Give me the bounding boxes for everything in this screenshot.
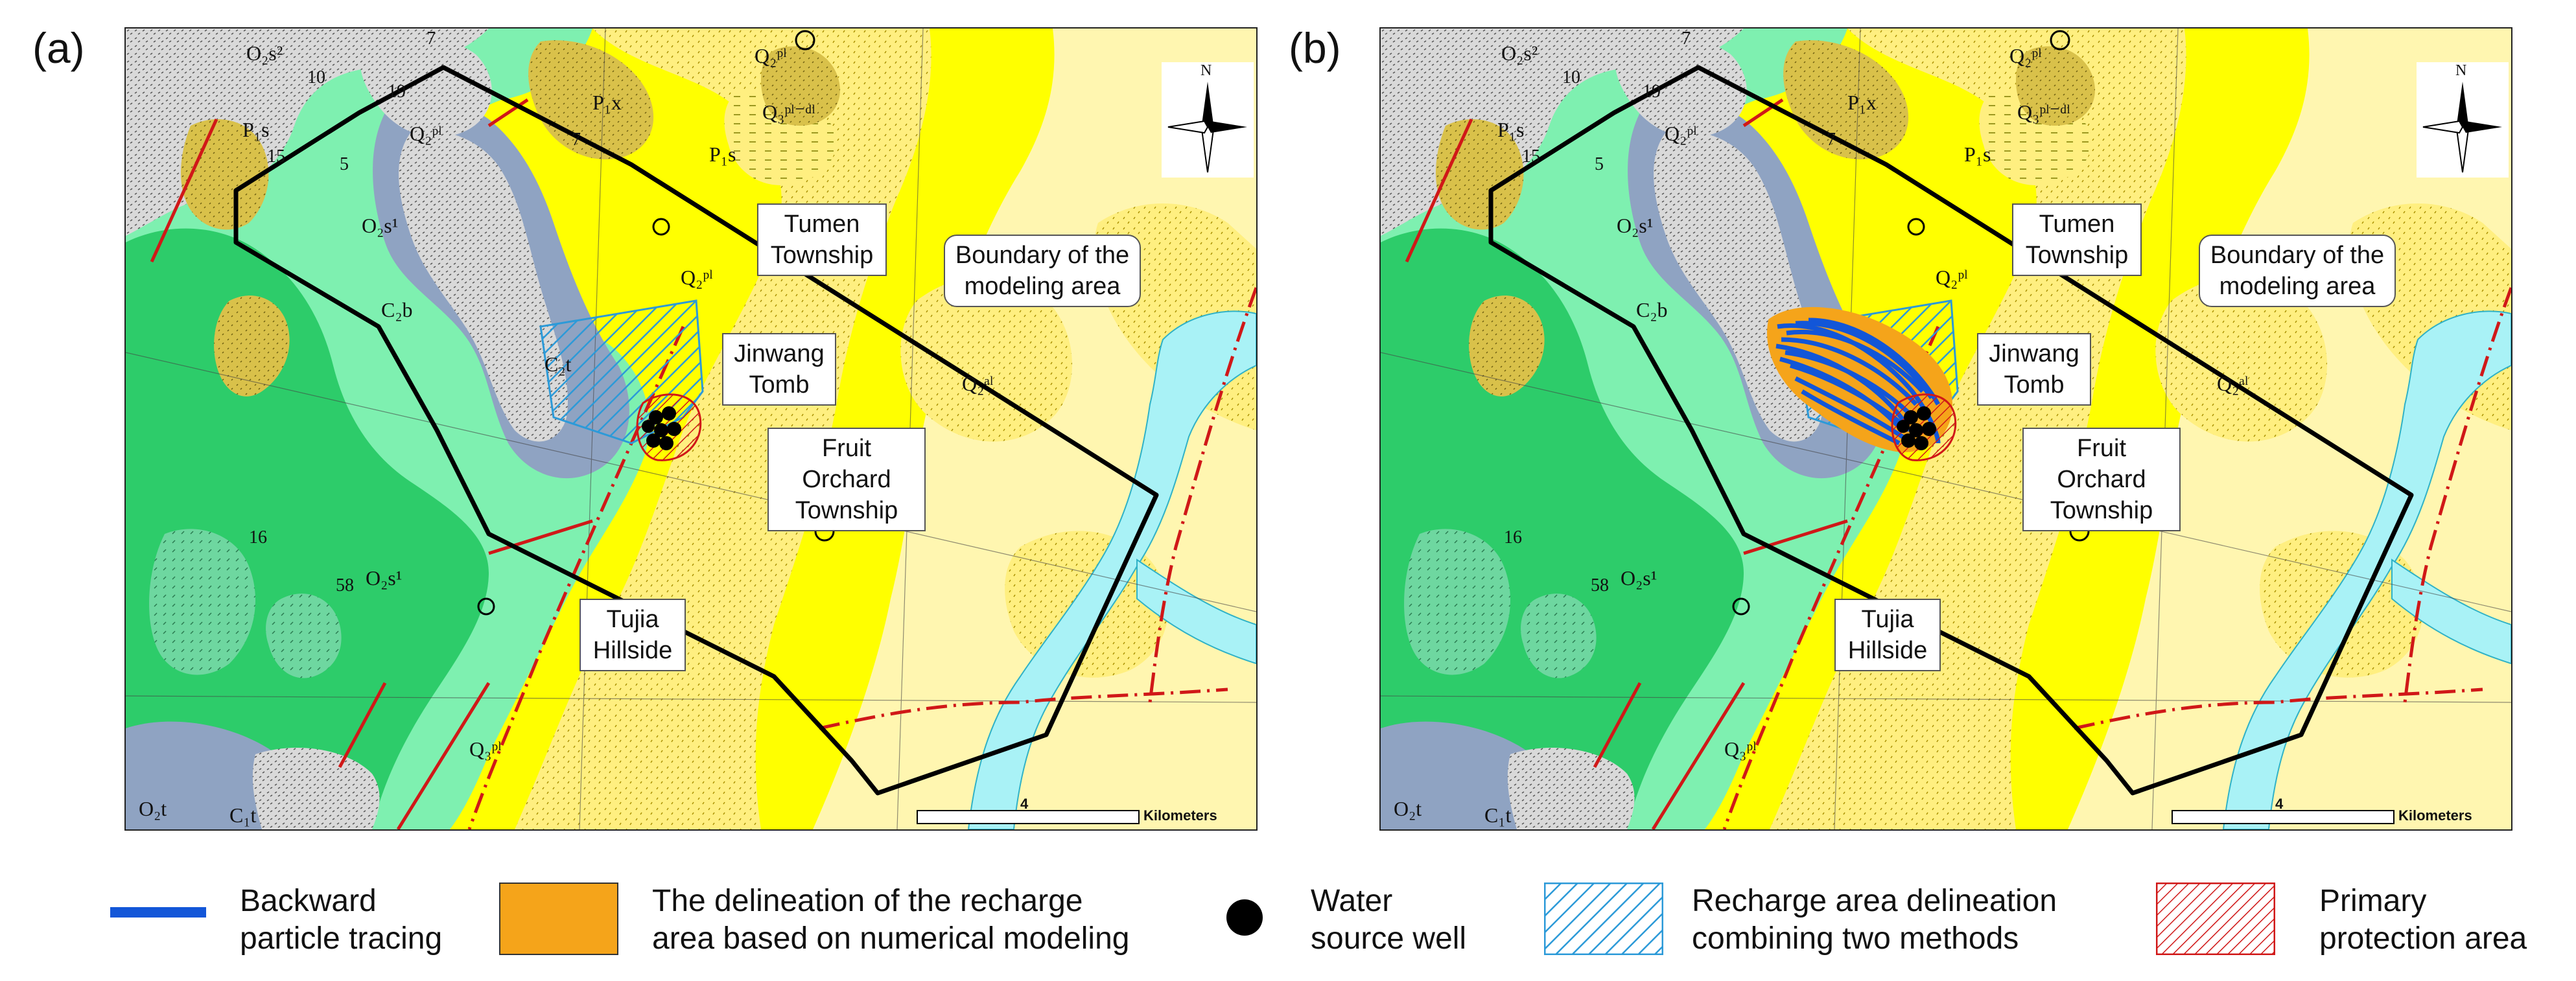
scale-value-a: 4 bbox=[1020, 796, 1029, 812]
geo-label-o2s1: O₂s¹ bbox=[362, 214, 399, 237]
geo-label-p1s: P₁s bbox=[242, 118, 270, 141]
scale-bar-a: 4 Kilometers bbox=[917, 796, 1241, 825]
geo-label-p1s-2: P₁s bbox=[709, 143, 736, 166]
geo-label-c2b: C₂b bbox=[381, 298, 413, 321]
legend-label-water-well: Water source well bbox=[1311, 884, 1467, 956]
geo-label-q2pl-2: Q₂ᵖˡ bbox=[755, 44, 787, 67]
panel-b-label: (b) bbox=[1289, 24, 1341, 72]
scale-bar-b: 4 Kilometers bbox=[2172, 796, 2496, 825]
panel-a-label: (a) bbox=[32, 24, 85, 72]
dip-15: 15 bbox=[267, 146, 285, 167]
legend: Backward particle tracing The delineatio… bbox=[0, 868, 2576, 978]
geo-label-q2pl-1: Q₂ᵖˡ bbox=[410, 122, 442, 145]
geo-label-c1t-b: C₁t bbox=[1484, 803, 1512, 827]
geo-label-p1x-b: P₁x bbox=[1847, 91, 1877, 114]
scale-bar-rect-b bbox=[2172, 810, 2395, 824]
dip-7-b2: 7 bbox=[1827, 130, 1836, 150]
dip-7-b: 7 bbox=[572, 130, 581, 150]
geo-label-o2s1-2: O₂s¹ bbox=[366, 566, 403, 590]
callout-boundary: Boundary of the modeling area bbox=[944, 235, 1141, 307]
dip-5: 5 bbox=[340, 154, 349, 174]
geo-label-o2t-b: O₂t bbox=[1394, 797, 1422, 820]
geo-label-p1s-b: P₁s bbox=[1497, 118, 1525, 141]
legend-label-combined-recharge: Recharge area delineation combining two … bbox=[1692, 884, 2057, 956]
dip-15-b: 15 bbox=[1522, 146, 1540, 167]
geologic-map-b bbox=[1381, 29, 2511, 829]
geologic-map-a bbox=[126, 29, 1256, 829]
geo-label-o2s2: O₂s² bbox=[246, 41, 283, 65]
legend-label-particle-tracing: Backward particle tracing bbox=[240, 884, 443, 956]
geo-label-o2t: O₂t bbox=[139, 797, 167, 820]
legend-red-hatch-icon bbox=[2156, 883, 2275, 955]
dip-16-b: 16 bbox=[1504, 527, 1522, 548]
geo-label-q3pldl: Q₃ᵖˡ⁻ᵈˡ bbox=[762, 100, 815, 124]
geo-label-c2t: C₂t bbox=[544, 352, 572, 376]
geo-label-o2s1-b: O₂s¹ bbox=[1617, 214, 1654, 237]
geo-label-q2pl-1-b: Q₂ᵖˡ bbox=[1665, 122, 1697, 145]
north-arrow-b: N bbox=[2417, 62, 2509, 178]
dip-5-b: 5 bbox=[1595, 154, 1604, 174]
geo-label-q2al-b: Q₂ᵃˡ bbox=[2217, 372, 2249, 395]
dip-10: 10 bbox=[307, 67, 325, 87]
legend-label-primary-protection: Primary protection area bbox=[2319, 884, 2527, 956]
callout-jinwang-tomb: Jinwang Tomb bbox=[722, 333, 836, 406]
geo-label-q3pl-b: Q₃ᵖˡ bbox=[1724, 737, 1757, 761]
map-panel-a: O₂s² P₁s O₂s¹ C₂b Q₂ᵖˡ P₁x P₁s Q₂ᵖˡ Q₃ᵖˡ… bbox=[124, 27, 1258, 831]
callout-fruit-orchard-b: Fruit Orchard Township bbox=[2022, 428, 2181, 531]
callout-tumen-township: Tumen Township bbox=[757, 203, 887, 276]
geo-label-o2s1-2-b: O₂s¹ bbox=[1621, 566, 1657, 590]
geo-label-q2al: Q₂ᵃˡ bbox=[962, 372, 994, 395]
north-arrow-a: N bbox=[1162, 62, 1254, 178]
callout-tujia-hillside: Tujia Hillside bbox=[580, 599, 686, 671]
callout-jinwang-tomb-b: Jinwang Tomb bbox=[1977, 333, 2091, 406]
legend-label-numerical-recharge: The delineation of the recharge area bas… bbox=[652, 884, 1130, 956]
geo-label-q2pl-3: Q₂ᵖˡ bbox=[681, 266, 713, 289]
geo-label-o2s2-b: O₂s² bbox=[1501, 41, 1538, 65]
geo-label-q3pldl-b: Q₃ᵖˡ⁻ᵈˡ bbox=[2017, 100, 2070, 124]
legend-black-dot-icon bbox=[1226, 899, 1263, 936]
dip-16: 16 bbox=[249, 527, 267, 548]
map-panel-b: O₂s² P₁s O₂s¹ C₂b Q₂ᵖˡ P₁x P₁s Q₂ᵖˡ Q₃ᵖˡ… bbox=[1379, 27, 2512, 831]
dip-58-b: 58 bbox=[1591, 575, 1609, 595]
scale-unit-b: Kilometers bbox=[2398, 807, 2472, 824]
north-label-b: N bbox=[2455, 62, 2467, 79]
dip-7-b1: 7 bbox=[1681, 29, 1691, 49]
legend-blue-hatch-icon bbox=[1544, 883, 1663, 955]
callout-fruit-orchard: Fruit Orchard Township bbox=[767, 428, 926, 531]
callout-tumen-township-b: Tumen Township bbox=[2012, 203, 2142, 276]
dip-19: 19 bbox=[388, 82, 406, 102]
geo-label-q2pl-3-b: Q₂ᵖˡ bbox=[1936, 266, 1968, 289]
scale-unit-a: Kilometers bbox=[1143, 807, 1217, 824]
dip-19-b: 19 bbox=[1643, 82, 1661, 102]
water-source-wells-b bbox=[1897, 406, 1936, 450]
legend-blue-line-icon bbox=[110, 907, 206, 918]
geo-label-q3pl: Q₃ᵖˡ bbox=[469, 737, 502, 761]
north-label-a: N bbox=[1200, 62, 1212, 79]
scale-bar-rect-a bbox=[917, 810, 1140, 824]
callout-boundary-b: Boundary of the modeling area bbox=[2199, 235, 2396, 307]
dip-7: 7 bbox=[427, 29, 436, 49]
dip-10-b: 10 bbox=[1562, 67, 1580, 87]
geo-label-q2pl-2-b: Q₂ᵖˡ bbox=[2009, 44, 2042, 67]
water-source-wells-a bbox=[642, 406, 681, 450]
geo-label-c2b-b: C₂b bbox=[1636, 298, 1668, 321]
legend-orange-box-icon bbox=[499, 883, 618, 955]
geo-label-c1t: C₁t bbox=[229, 803, 257, 827]
callout-tujia-hillside-b: Tujia Hillside bbox=[1834, 599, 1941, 671]
scale-value-b: 4 bbox=[2275, 796, 2284, 812]
geo-label-p1s-2-b: P₁s bbox=[1964, 143, 1991, 166]
geo-label-p1x: P₁x bbox=[592, 91, 622, 114]
dip-58: 58 bbox=[336, 575, 354, 595]
